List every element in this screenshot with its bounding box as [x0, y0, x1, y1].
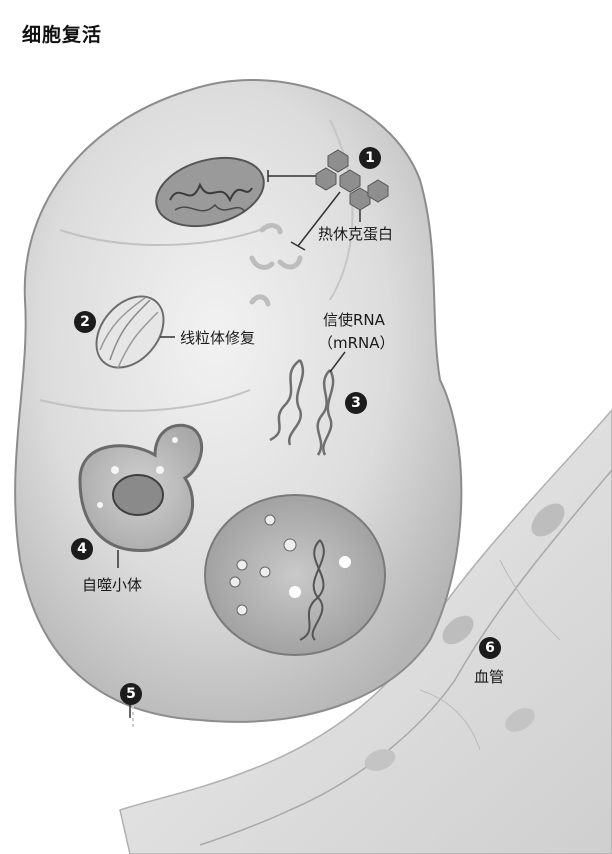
label-mrna-abbrev: （mRNA）	[318, 334, 395, 352]
protein-fragments	[249, 223, 303, 307]
nucleus	[204, 494, 386, 656]
callout-badge-2: 2	[74, 311, 96, 333]
heat-shock-proteins	[315, 149, 389, 211]
page-title: 细胞复活	[22, 24, 103, 46]
label-mrna: 信使RNA	[323, 311, 385, 329]
callout-badge-4: 4	[71, 538, 93, 560]
mrna-strands	[269, 359, 335, 456]
callout-badge-1: 1	[359, 147, 381, 169]
blood-vessel	[119, 408, 612, 854]
label-mitochondrion-repair: 线粒体修复	[180, 329, 256, 347]
callout-badge-5: 5	[120, 683, 142, 705]
damaged-mitochondrion	[155, 156, 265, 228]
repaired-mitochondrion	[95, 295, 165, 369]
label-heat-shock-proteins: 热休克蛋白	[318, 225, 394, 243]
callout-badge-3: 3	[345, 392, 367, 414]
callout-badge-6: 6	[479, 637, 501, 659]
autophagosome	[78, 423, 204, 552]
label-blood-vessel: 血管	[474, 668, 505, 686]
label-autophagosome: 自噬小体	[82, 576, 143, 594]
